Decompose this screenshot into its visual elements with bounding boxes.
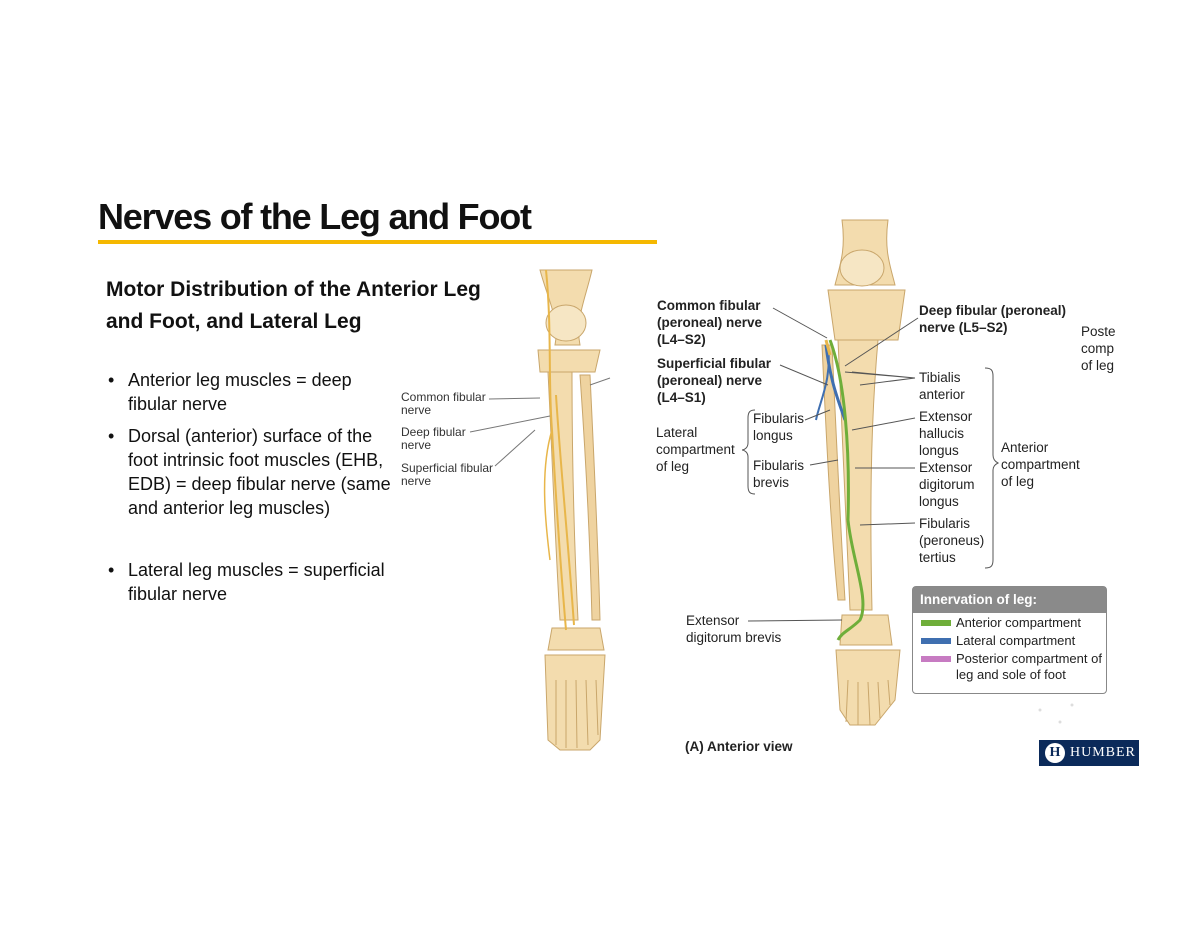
humber-logo: H HUMBER: [1039, 740, 1139, 766]
left-label-common-fibular: Common fibular nerve: [401, 391, 491, 417]
legend-swatch-green: [921, 620, 951, 626]
label-extensor-digitorum-brevis: Extensor digitorum brevis: [686, 612, 786, 646]
logo-text: HUMBER: [1070, 745, 1136, 761]
label-fibularis-longus: Fibularis longus: [753, 410, 813, 444]
legend-title: Innervation of leg:: [913, 587, 1106, 613]
legend-item-lateral: Lateral compartment: [913, 633, 1106, 649]
label-fibularis-tertius: Fibularis (peroneus) tertius: [919, 515, 991, 566]
legend-label: Posterior compartment of leg and sole of…: [956, 651, 1102, 682]
left-leg-illustration: [470, 270, 610, 750]
label-extensor-hallucis-longus: Extensor hallucis longus: [919, 408, 989, 459]
label-extensor-digitorum-longus: Extensor digitorum longus: [919, 459, 989, 510]
label-anterior-compartment: Anterior compartment of leg: [1001, 439, 1091, 490]
legend-label: Lateral compartment: [956, 633, 1075, 648]
innervation-legend: Innervation of leg: Anterior compartment…: [912, 586, 1107, 694]
legend-swatch-purple: [921, 656, 951, 662]
legend-item-anterior: Anterior compartment: [913, 615, 1106, 631]
figure-caption: (A) Anterior view: [685, 738, 825, 755]
left-label-deep-fibular: Deep fibular nerve: [401, 426, 471, 452]
legend-item-posterior: Posterior compartment of leg and sole of…: [913, 651, 1106, 683]
label-fibularis-brevis: Fibularis brevis: [753, 457, 813, 491]
label-posterior-cut: Poste comp of leg: [1081, 323, 1115, 374]
label-common-fibular: Common fibular (peroneal) nerve (L4–S2): [657, 297, 777, 348]
legend-swatch-blue: [921, 638, 951, 644]
left-label-superficial-fibular: Superficial fibular nerve: [401, 462, 499, 488]
label-superficial-fibular: Superficial fibular (peroneal) nerve (L4…: [657, 355, 781, 406]
label-deep-fibular: Deep fibular (peroneal) nerve (L5–S2): [919, 302, 1079, 336]
label-lateral-compartment: Lateral compartment of leg: [656, 424, 744, 475]
label-tibialis-anterior: Tibialis anterior: [919, 369, 989, 403]
legend-label: Anterior compartment: [956, 615, 1081, 630]
humber-h-icon: H: [1045, 743, 1065, 763]
